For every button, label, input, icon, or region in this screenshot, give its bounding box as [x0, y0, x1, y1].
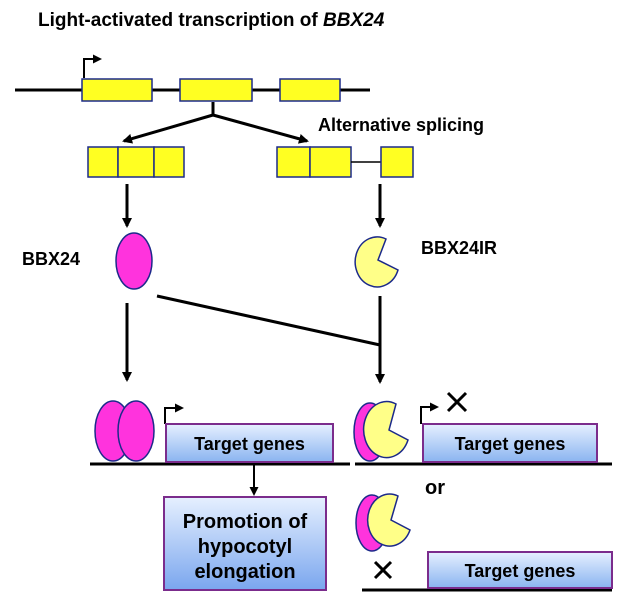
bbx24-label: BBX24 [22, 249, 80, 269]
no-binding-x-icon [373, 560, 393, 580]
blocked-tss-arrow [420, 402, 439, 424]
exon-3 [279, 78, 341, 102]
or-label: or [425, 477, 445, 499]
alternative-splicing-label: Alternative splicing [318, 115, 484, 135]
active-tss-arrow [164, 403, 184, 424]
outcome-box [163, 496, 327, 591]
mrna-intron-retained [276, 146, 414, 178]
bbx24ir-label: BBX24IR [421, 238, 497, 258]
bbx24-to-complex-line [156, 294, 381, 347]
gene-structure [15, 54, 370, 102]
inhibited-complex-bound: Target genes [353, 391, 612, 466]
bbx24ir-protein [354, 236, 399, 288]
bbx24-dimer-b [117, 400, 155, 462]
target-genes-label-blocked: Target genes [455, 434, 566, 454]
diagram-title: Light-activated transcription of BBX24 [38, 10, 385, 31]
outcome-line-2: hypocotyl [198, 536, 292, 558]
outcome-line-1: Promotion of [183, 511, 308, 533]
target-genes-box-unbound [427, 551, 613, 589]
target-genes-label-active: Target genes [194, 434, 305, 454]
transcription-start-arrow [83, 54, 102, 78]
bbx24ir-in-complex [362, 400, 409, 459]
splicing-arrows [122, 102, 309, 144]
bbx24ir-unbound [366, 493, 411, 547]
block-x-icon [446, 391, 468, 413]
target-genes-box-blocked [422, 423, 598, 463]
mrna-full [87, 146, 185, 178]
target-genes-label-unbound: Target genes [465, 561, 576, 581]
bbx24-protein [115, 232, 153, 290]
exon-2 [179, 78, 253, 102]
inhibited-complex-unbound: Target genes [355, 493, 613, 592]
exon-1 [81, 78, 153, 102]
target-genes-box-active [165, 423, 334, 463]
outcome-line-3: elongation [194, 561, 295, 583]
active-complex: Target genes [90, 400, 350, 466]
